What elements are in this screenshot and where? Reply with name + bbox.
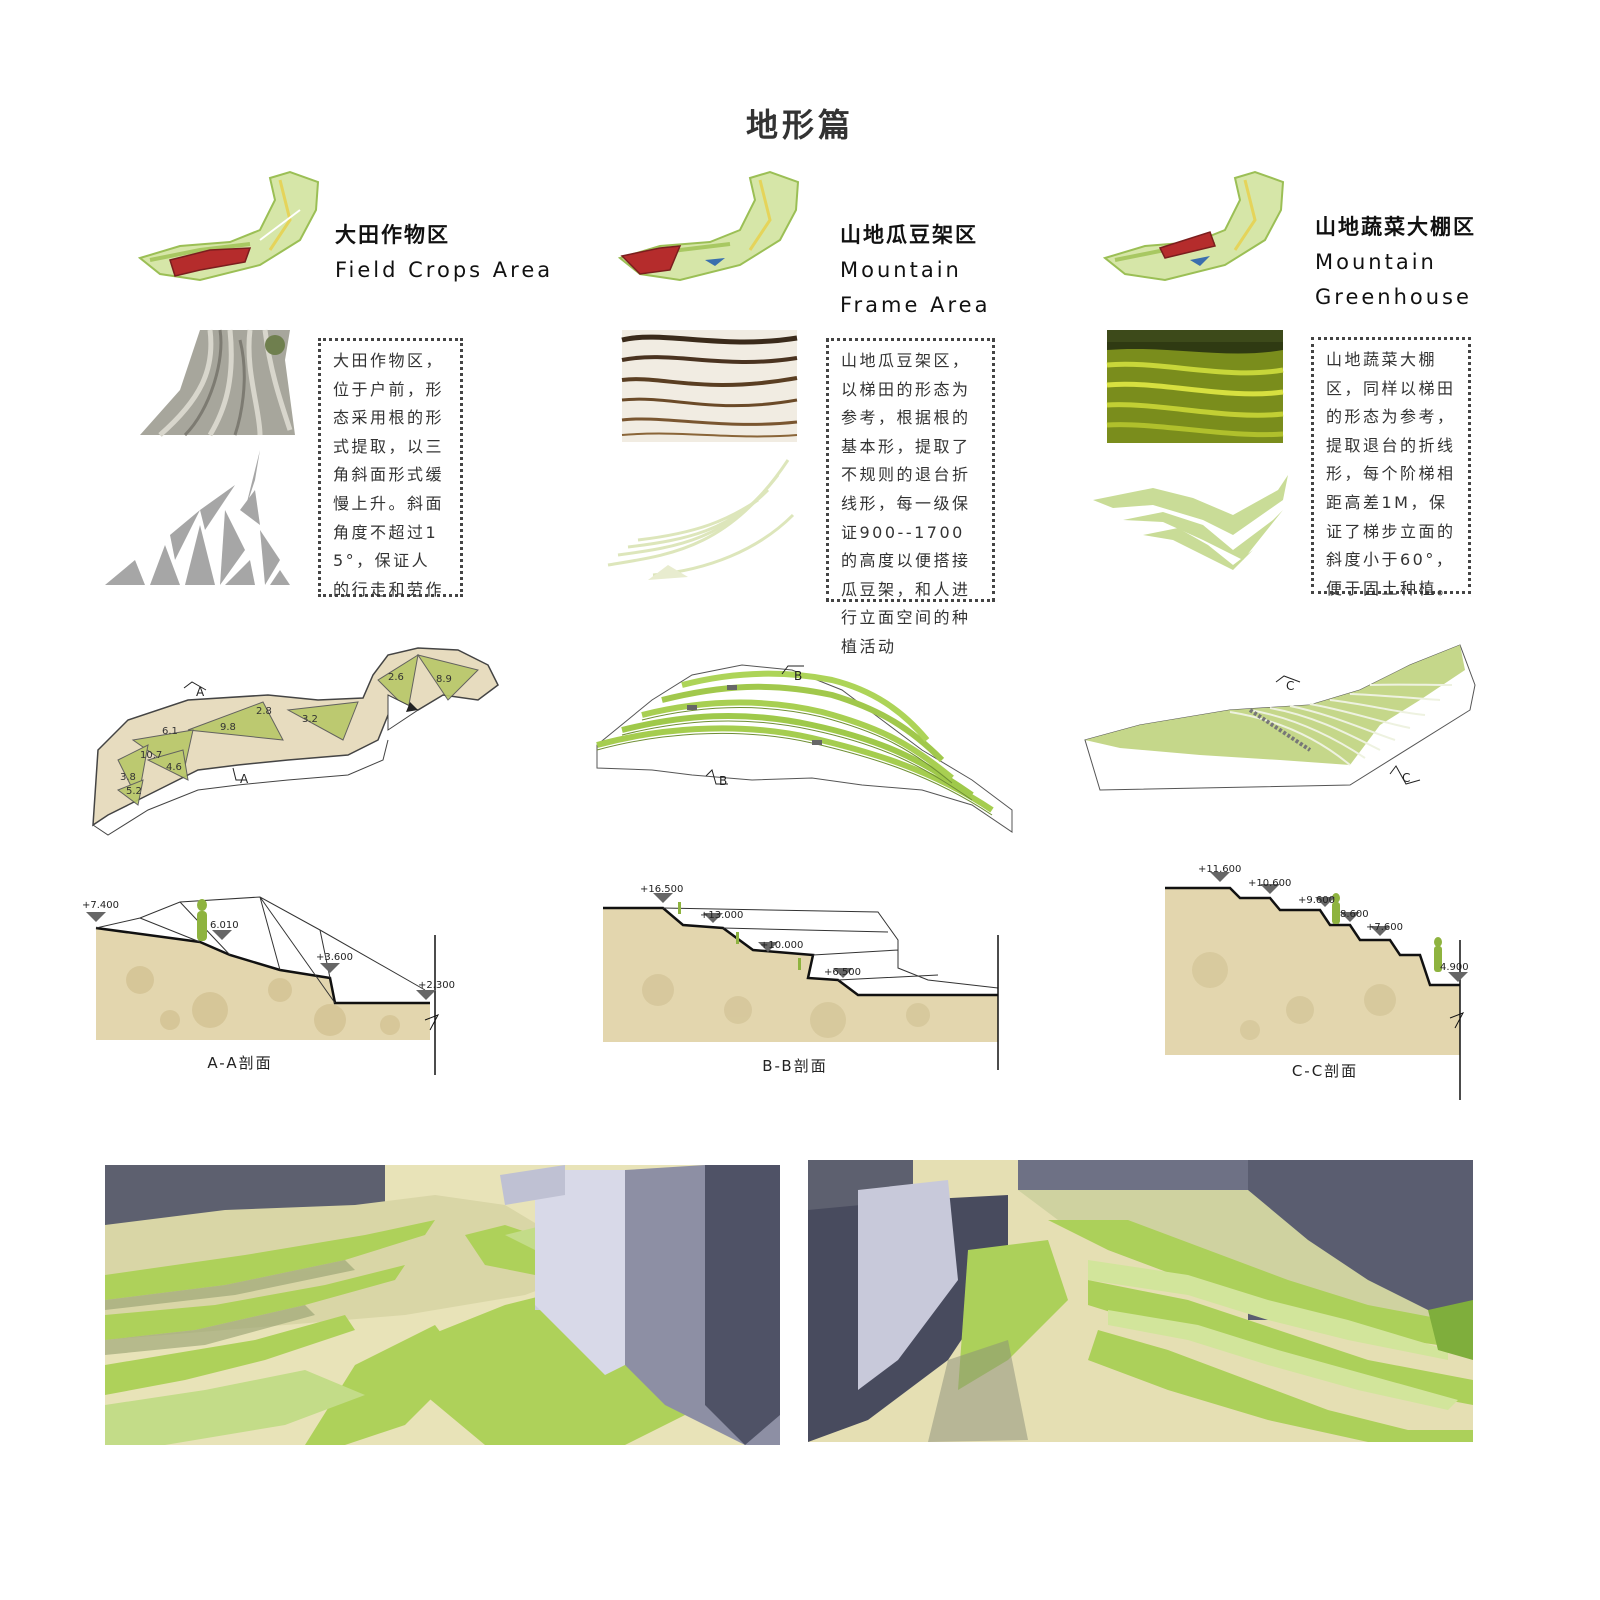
root-reference-photo xyxy=(140,329,295,437)
section-label-c-c: C-C剖面 xyxy=(1291,1062,1359,1080)
description-field-crops: 大田作物区，位于户前，形态采用根的形式提取，以三角斜面形式缓慢上升。斜面角度不超… xyxy=(318,338,463,599)
section-mark-a-top: A xyxy=(196,685,205,699)
zone-title-en-line2: Greenhouse xyxy=(1315,285,1472,309)
elevation-c-4: 8.600 xyxy=(1340,909,1369,920)
key-map-mountain-greenhouse xyxy=(1102,170,1285,282)
plan-value-8: 4.6 xyxy=(166,762,182,773)
elevation-c-2: +10.600 xyxy=(1248,878,1291,889)
description-mountain-frame: 山地瓜豆架区，以梯田的形态为参考，根据根的基本形，提取了不规则的退台折线形，每一… xyxy=(826,338,995,656)
terrace-reference-photo xyxy=(621,330,798,442)
plan-value-5: 6.1 xyxy=(162,726,178,737)
plan-value-2: 8.9 xyxy=(436,674,452,685)
zone-title-field-crops: 大田作物区 Field Crops Area xyxy=(335,218,553,288)
description-mountain-greenhouse: 山地蔬菜大棚区，同样以梯田的形态为参考，提取退台的折线形，每个阶梯相距高差1M，… xyxy=(1311,337,1471,598)
section-mark-b-bottom: B xyxy=(719,774,727,788)
axonometric-model-mountain-frame: B B xyxy=(596,664,1013,833)
perspective-view-right xyxy=(808,1160,1473,1442)
page-title: 地形篇 xyxy=(745,106,854,144)
zone-title-en: Field Crops Area xyxy=(335,258,554,282)
perspective-view-left xyxy=(105,1165,780,1445)
section-mark-c-bottom: C xyxy=(1402,771,1410,785)
axonometric-model-field-crops: 2.6 8.9 2.8 3.2 6.1 9.8 10.7 4.6 3.8 5.2… xyxy=(92,647,499,836)
axonometric-model-mountain-greenhouse: C C xyxy=(1084,644,1476,791)
zone-title-en: Mountain xyxy=(1315,250,1437,274)
plan-value-4: 3.2 xyxy=(302,714,318,725)
zone-title-en: Mountain xyxy=(840,258,962,282)
section-label-b-b: B-B剖面 xyxy=(762,1057,828,1075)
elevation-a-1: +7.400 xyxy=(82,900,119,911)
zone-title-mountain-greenhouse: 山地蔬菜大棚区 Mountain Greenhouse xyxy=(1315,210,1476,315)
elevation-c-5: +7.600 xyxy=(1366,922,1403,933)
section-b-b: +16.500 +13.000 +10.000 +6.500 xyxy=(603,884,999,1070)
section-mark-a-bottom: A xyxy=(240,772,249,786)
plan-value-9: 3.8 xyxy=(120,772,136,783)
rice-terrace-reference-photo xyxy=(1106,330,1284,443)
elevation-b-4: +6.500 xyxy=(824,967,861,978)
section-a-a: +7.400 6.010 +3.600 +2.300 xyxy=(82,896,455,1075)
section-c-c: +11.600 +10.600 +9.600 8.600 +7.600 4.90… xyxy=(1165,864,1469,1100)
elevation-a-3: +3.600 xyxy=(316,952,353,963)
zone-title-cn: 大田作物区 xyxy=(335,223,450,247)
elevation-b-1: +16.500 xyxy=(640,884,683,895)
elevation-b-2: +13.000 xyxy=(700,910,743,921)
zone-title-en-line2: Frame Area xyxy=(840,293,991,317)
plan-value-10: 5.2 xyxy=(126,786,142,797)
key-map-field-crops xyxy=(137,170,320,282)
section-label-a-a: A-A剖面 xyxy=(207,1054,273,1072)
section-mark-c-top: C xyxy=(1286,679,1294,693)
key-map-mountain-frame xyxy=(617,170,800,282)
elevation-c-6: 4.900 xyxy=(1440,962,1469,973)
elevation-b-3: +10.000 xyxy=(760,940,803,951)
plan-value-3: 2.8 xyxy=(256,706,272,717)
zone-title-cn: 山地瓜豆架区 xyxy=(840,223,978,247)
plan-value-1: 2.6 xyxy=(388,672,404,683)
zone-title-mountain-frame: 山地瓜豆架区 Mountain Frame Area xyxy=(840,218,990,323)
elevation-a-4: +2.300 xyxy=(418,980,455,991)
plan-value-7: 10.7 xyxy=(140,750,162,761)
greenhouse-terrace-diagram xyxy=(1093,475,1288,570)
triangle-slope-diagram xyxy=(105,450,290,585)
elevation-a-2: 6.010 xyxy=(210,920,239,931)
elevation-c-3: +9.600 xyxy=(1298,895,1335,906)
plan-value-6: 9.8 xyxy=(220,722,236,733)
elevation-c-1: +11.600 xyxy=(1198,864,1241,875)
terrace-line-diagram xyxy=(607,459,795,580)
zone-title-cn: 山地蔬菜大棚区 xyxy=(1315,215,1476,239)
section-mark-b-top: B xyxy=(794,669,802,683)
